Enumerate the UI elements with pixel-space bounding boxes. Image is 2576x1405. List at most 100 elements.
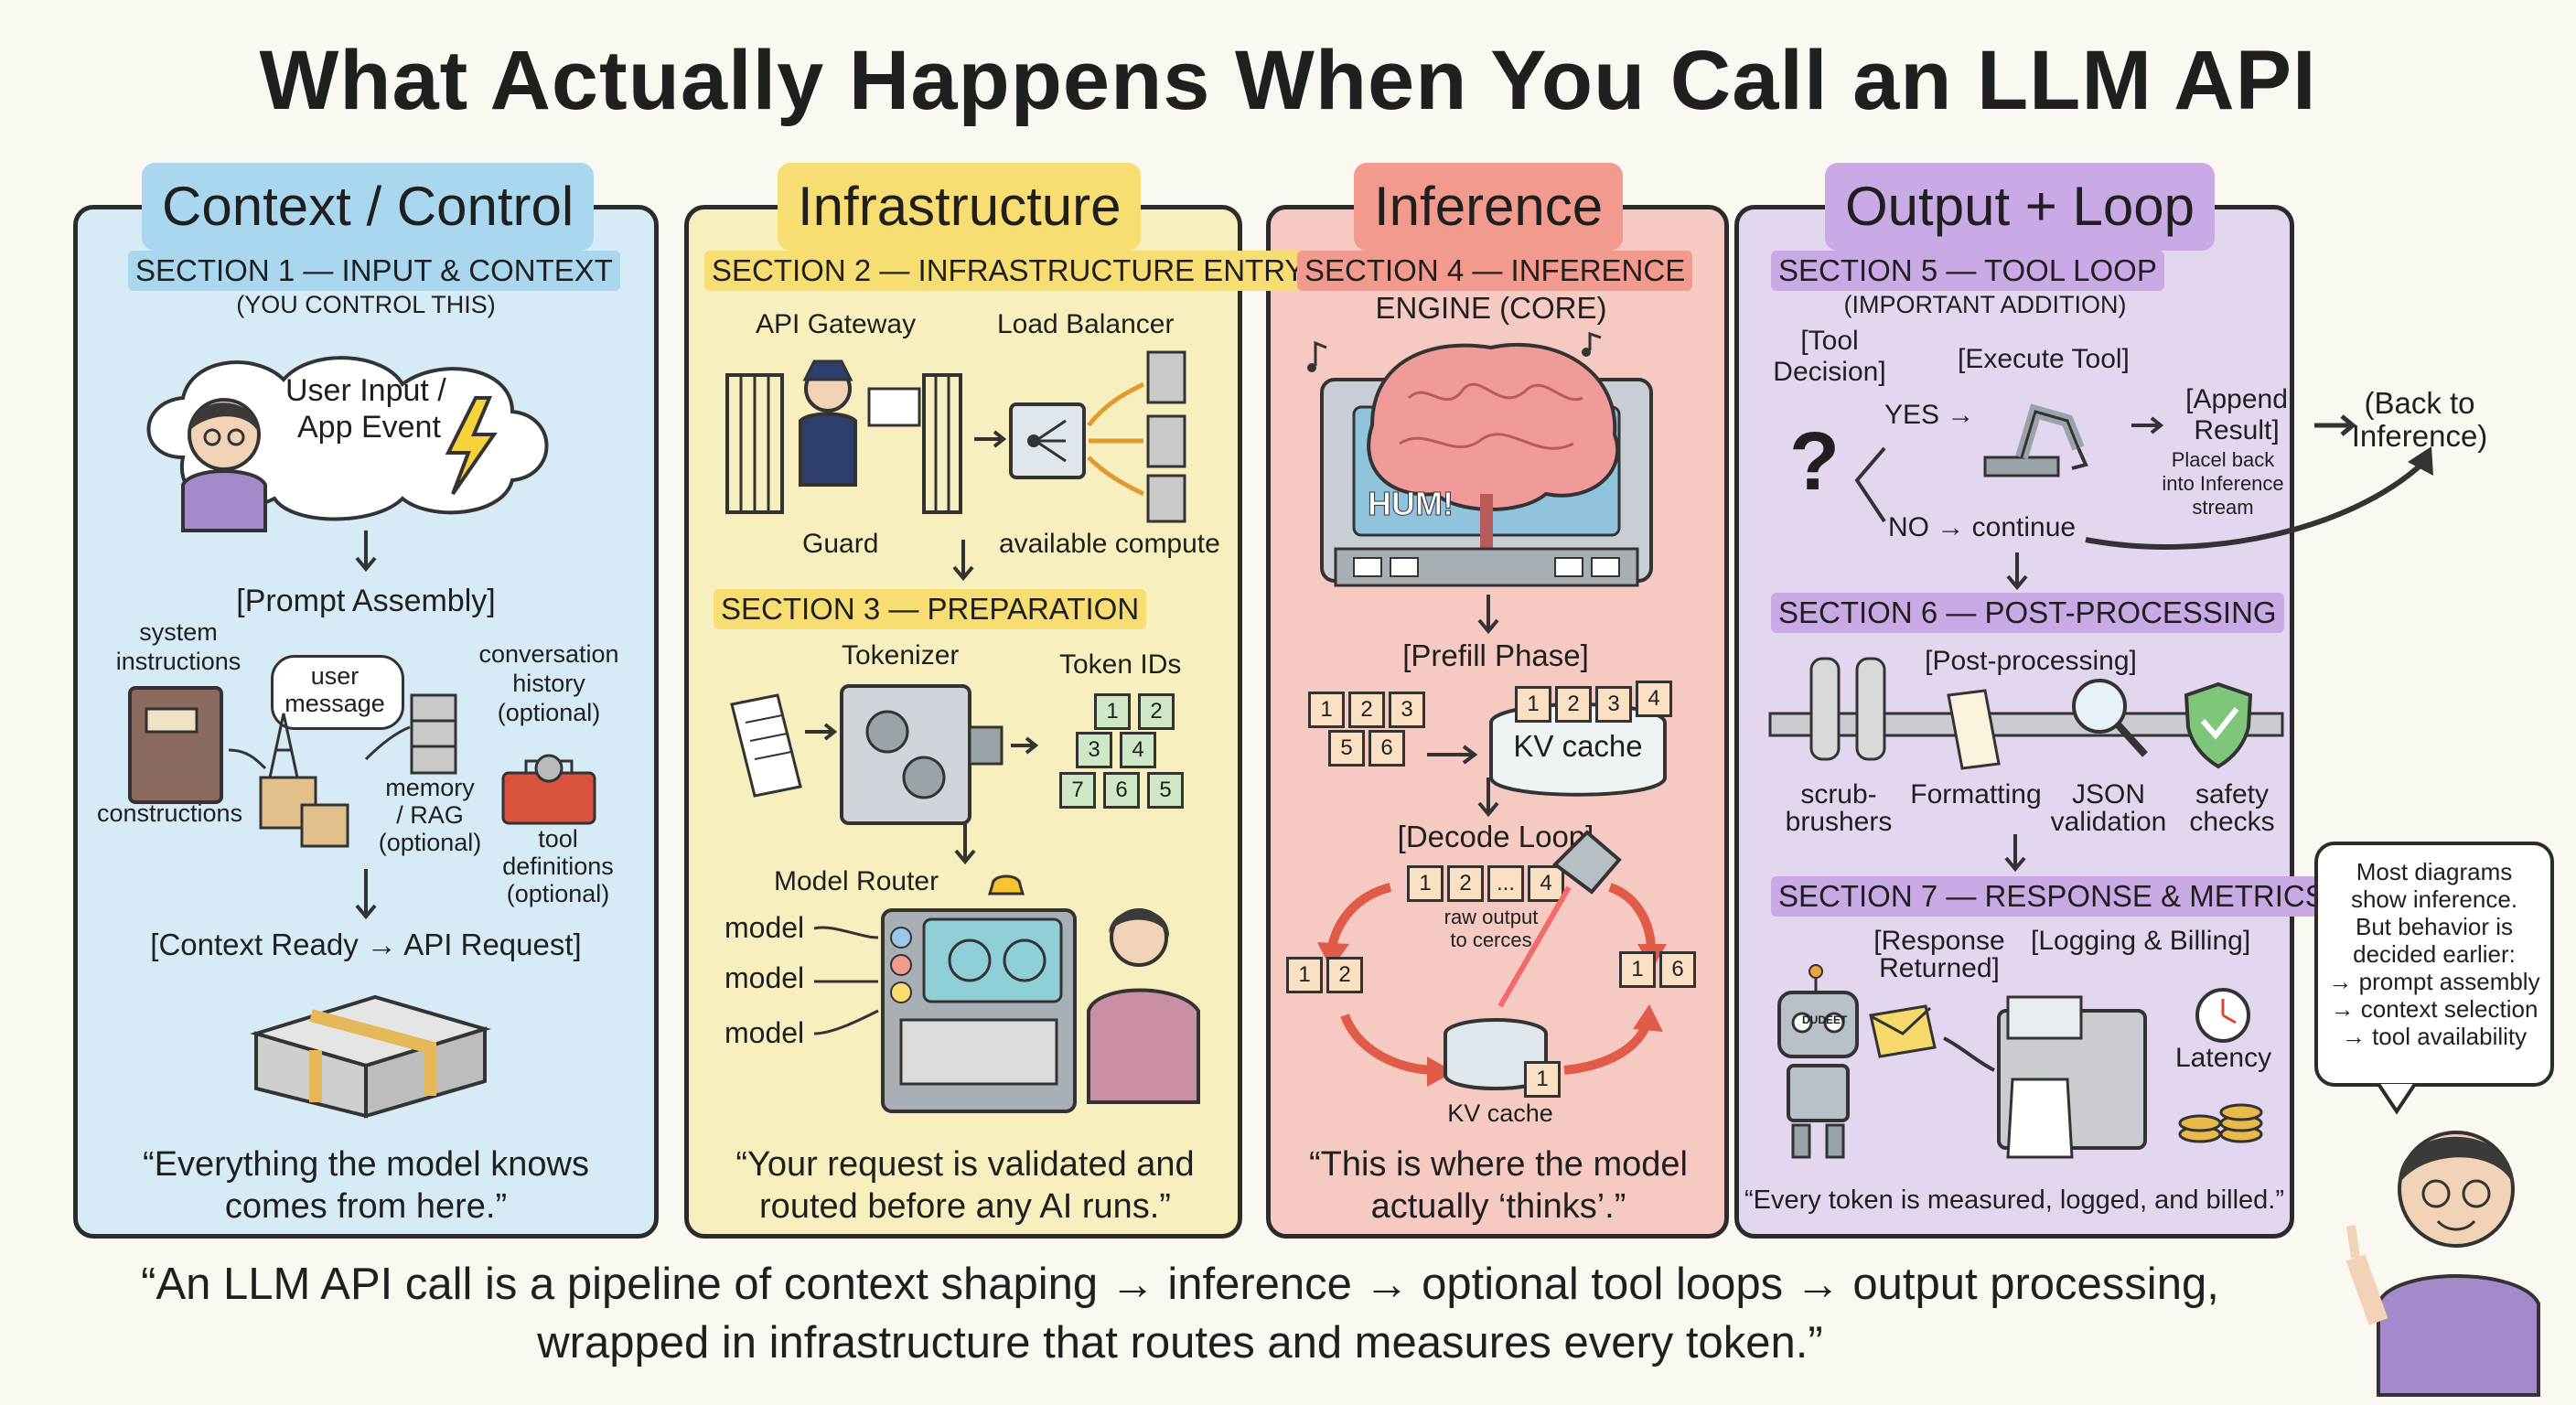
kv-cache-bottom-label: KV cache	[1447, 1099, 1553, 1127]
token-id: 3	[1076, 732, 1112, 768]
memory-label-3: (optional)	[378, 829, 482, 856]
arrow-down-icon	[1477, 595, 1499, 635]
arrow-down-icon	[952, 540, 974, 582]
decode-token: 2	[1447, 865, 1484, 902]
load-balancer-label: Load Balancer	[997, 309, 1175, 339]
post-processing-label: [Post-processing]	[1925, 646, 2137, 676]
section-7-heading: SECTION 7 — RESPONSE & METRICS	[1771, 876, 2333, 917]
context-ready-label: [Context Ready → API Request]	[150, 928, 582, 961]
infrastructure-quote-line-1: “Your request is validated and	[735, 1145, 1195, 1184]
api-request-package-illustration	[250, 994, 491, 1119]
question-mark-icon: ?	[1789, 416, 1840, 508]
tool-definitions-label-3: (optional)	[506, 880, 610, 907]
kv-cache-label: KV cache	[1513, 729, 1643, 763]
execute-tool-label: [Execute Tool]	[1958, 344, 2130, 374]
user-message-label-2: message	[284, 690, 385, 717]
side-note-line-1: Most diagrams	[2356, 858, 2513, 885]
decode-right-token: 1	[1619, 951, 1656, 988]
token-id: 6	[1103, 772, 1140, 809]
panel-title-infrastructure: Infrastructure	[778, 163, 1142, 251]
tool-definitions-label-2: definitions	[502, 853, 614, 880]
guard-label: Guard	[802, 529, 879, 559]
summary-quote: “An LLM API call is a pipeline of contex…	[73, 1255, 2287, 1372]
infrastructure-quote-line-2: routed before any AI runs.”	[759, 1187, 1171, 1226]
presenter-character-illustration	[2345, 1082, 2540, 1397]
section-2-heading: SECTION 2 — INFRASTRUCTURE ENTRY	[704, 251, 1313, 291]
tool-loop-illustration	[1854, 403, 2433, 550]
arrow-down-icon	[2004, 834, 2026, 873]
tokenizer-illustration	[730, 684, 1039, 825]
json-validation-label-2: validation	[2050, 807, 2167, 837]
memory-label-1: memory	[385, 774, 475, 801]
kv-cache-token: 1	[1515, 686, 1551, 723]
panel-title-output: Output + Loop	[1825, 163, 2215, 251]
kv-cache-token: 3	[1595, 686, 1632, 723]
decode-token: 4	[1528, 865, 1564, 902]
back-to-inference-label-2: Inference)	[2351, 419, 2488, 453]
arrow-down-icon	[1477, 778, 1499, 818]
conversation-history-label-3: (optional)	[497, 699, 601, 726]
model-label-3: model	[724, 1016, 805, 1049]
prefill-token: 5	[1328, 730, 1365, 767]
engine-screen-text: HUM!	[1368, 485, 1454, 523]
side-note-line-5: → prompt assembly	[2328, 968, 2540, 995]
token-id: 5	[1147, 772, 1184, 809]
section-5-subheading: (IMPORTANT ADDITION)	[1843, 291, 2127, 318]
memory-label-2: / RAG	[396, 801, 464, 829]
raw-output-label-2: to cerces	[1450, 928, 1532, 951]
panel-title-inference: Inference	[1354, 163, 1624, 251]
side-note-line-6: → context selection	[2330, 995, 2538, 1023]
tool-decision-label-1: [Tool	[1800, 326, 1859, 356]
kv-cache-token: 2	[1555, 686, 1592, 723]
formatting-label: Formatting	[1910, 779, 2042, 810]
api-gateway-illustration	[725, 350, 1186, 523]
prefill-token: 2	[1348, 692, 1385, 728]
token-id: 7	[1059, 772, 1096, 809]
response-returned-label-2: Returned]	[1879, 953, 2000, 983]
side-note-line-4: decided earlier:	[2353, 940, 2516, 968]
app-event-label: App Event	[297, 410, 441, 445]
system-instructions-label-2: instructions	[115, 648, 242, 675]
append-description-2: into Inference	[2162, 472, 2284, 495]
json-validation-label-1: JSON	[2071, 779, 2145, 810]
section-4-heading: SECTION 4 — INFERENCE	[1297, 251, 1693, 291]
prefill-token: 3	[1389, 692, 1425, 728]
user-message-bubble	[271, 655, 404, 730]
system-instructions-label-1: system	[139, 618, 218, 646]
kv-cache-token: 4	[1636, 681, 1672, 717]
section-3-heading: SECTION 3 — PREPARATION	[714, 589, 1147, 629]
token-ids-label: Token IDs	[1059, 649, 1182, 680]
tool-definitions-label-1: tool	[538, 825, 578, 853]
yes-label: YES →	[1884, 400, 1975, 430]
api-gateway-label: API Gateway	[756, 309, 917, 339]
section-1-subheading: (YOU CONTROL THIS)	[236, 291, 496, 318]
back-to-inference-label-1: (Back to	[2364, 386, 2475, 420]
prompt-assembly-label: [Prompt Assembly]	[236, 584, 496, 618]
response-metrics-illustration	[1777, 964, 2263, 1159]
latency-label: Latency	[2175, 1043, 2272, 1073]
available-compute-label: available compute	[999, 529, 1220, 559]
safety-checks-label-1: safety	[2195, 779, 2270, 810]
arrow-down-icon	[2006, 552, 2028, 591]
robot-badge-text: DUDEET	[1802, 1014, 1848, 1026]
arrow-down-icon	[355, 531, 377, 573]
model-label-2: model	[724, 961, 805, 994]
context-quote-line-1: “Everything the model knows	[143, 1145, 589, 1184]
decode-left-token: 2	[1326, 957, 1363, 993]
raw-output-label-1: raw output	[1444, 906, 1539, 928]
output-quote: “Every token is measured, logged, and bi…	[1744, 1185, 2284, 1215]
inference-quote-line-2: actually ‘thinks’.”	[1370, 1187, 1626, 1226]
decode-token: ...	[1487, 865, 1524, 902]
no-continue-label: NO → continue	[1888, 512, 2077, 542]
kv-bottom-token: 1	[1524, 1061, 1561, 1098]
section-1-heading: SECTION 1 — INPUT & CONTEXT	[128, 251, 620, 291]
user-input-label: User Input /	[285, 373, 446, 408]
logging-billing-label: [Logging & Billing]	[2031, 926, 2251, 956]
section-5-heading: SECTION 5 — TOOL LOOP	[1771, 251, 2164, 291]
thought-cloud-illustration	[146, 356, 549, 532]
tool-decision-label-2: Decision]	[1773, 357, 1886, 387]
decode-token: 1	[1407, 865, 1444, 902]
section-4-subheading: ENGINE (CORE)	[1375, 291, 1607, 325]
side-note-speech-bubble: Most diagrams show inference. But behavi…	[2314, 842, 2554, 1087]
decode-right-token: 6	[1659, 951, 1696, 988]
